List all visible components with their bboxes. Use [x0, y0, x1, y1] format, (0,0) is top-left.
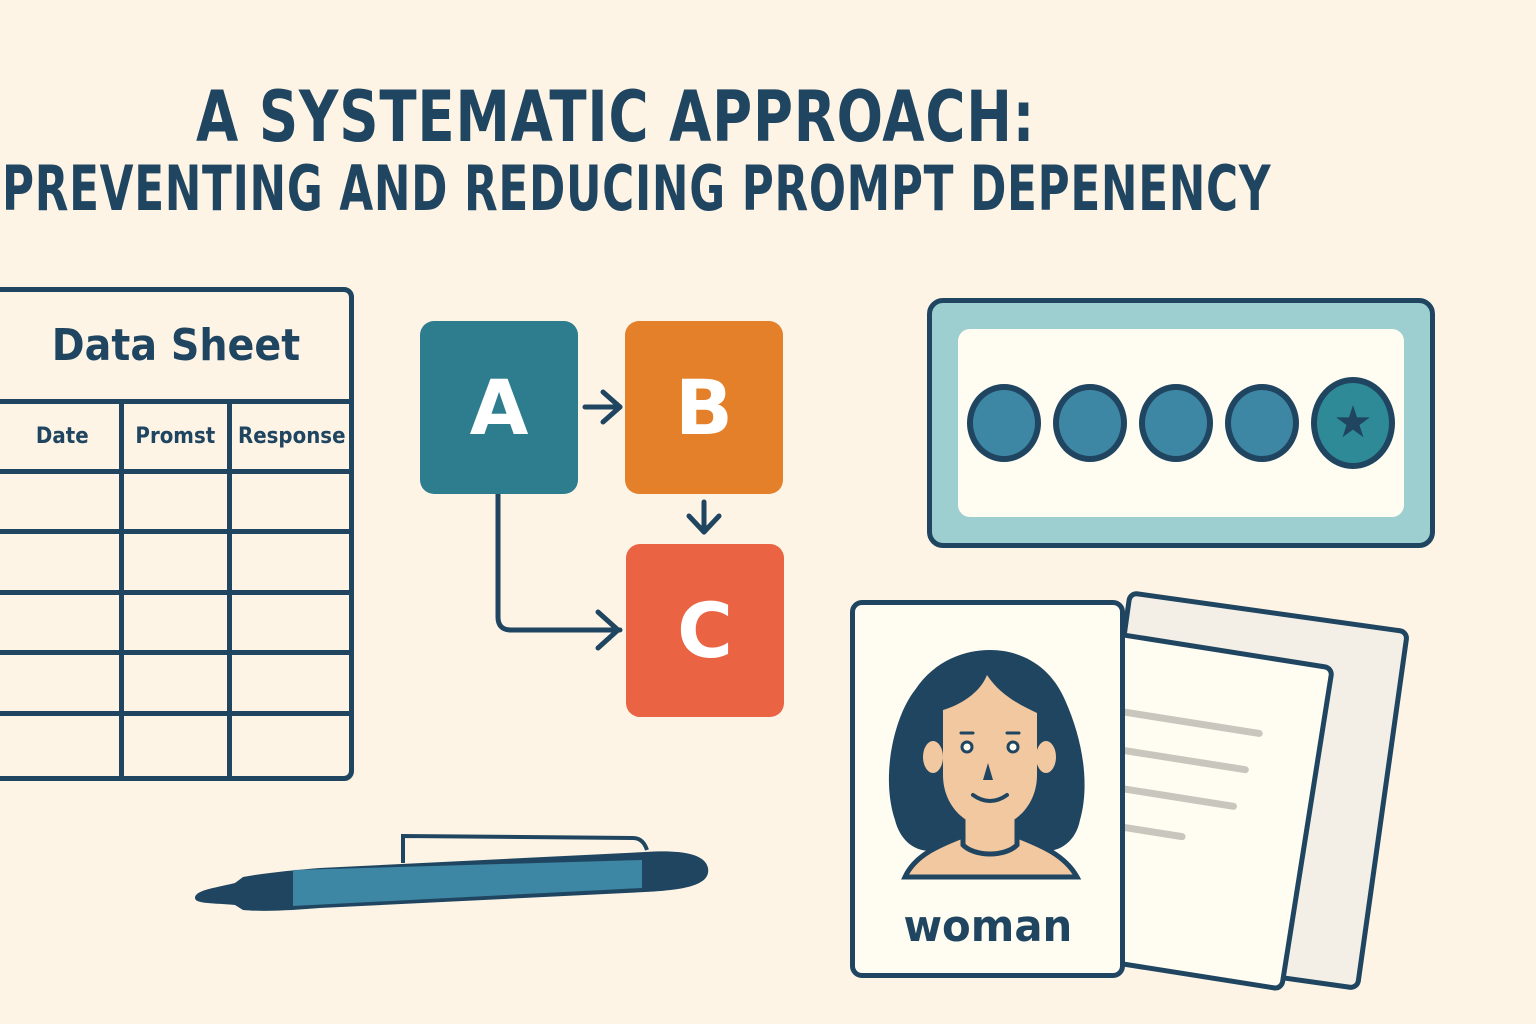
- table-cell[interactable]: [0, 594, 124, 656]
- table-cell[interactable]: [0, 474, 124, 535]
- data-sheet-title: Data Sheet: [0, 292, 349, 404]
- data-sheet-table: Date Promst Response: [0, 404, 352, 776]
- table-cell[interactable]: [232, 474, 352, 535]
- progress-step-4: [1225, 384, 1299, 462]
- progress-step-1: [967, 384, 1041, 462]
- document-line: [1113, 707, 1264, 738]
- table-cell[interactable]: [124, 534, 232, 595]
- data-sheet: Data Sheet Date Promst Response: [0, 287, 354, 781]
- table-cell[interactable]: [124, 715, 232, 776]
- progress-step-3: [1139, 384, 1213, 462]
- progress-panel: ★: [927, 298, 1435, 548]
- document-line: [1107, 744, 1250, 774]
- star-icon: ★: [1333, 397, 1373, 448]
- table-cell[interactable]: [232, 595, 352, 656]
- card-label: woman: [903, 901, 1072, 952]
- progress-step-5: ★: [1311, 377, 1395, 469]
- table-cell[interactable]: [124, 594, 232, 656]
- table-cell[interactable]: [124, 474, 232, 535]
- flow-node-c: C: [626, 544, 784, 717]
- table-cell[interactable]: [0, 715, 124, 776]
- woman-icon: [888, 650, 1085, 880]
- title-line-1: A SYSTEMATIC APPROACH:: [196, 76, 1036, 158]
- arrow-a-to-c: [495, 491, 623, 633]
- table-cell[interactable]: [124, 655, 232, 716]
- table-cell[interactable]: [232, 534, 352, 595]
- flow-node-b: B: [625, 321, 783, 494]
- table-cell[interactable]: [0, 534, 124, 595]
- progress-step-2: [1053, 384, 1127, 462]
- progress-track: ★: [958, 329, 1404, 517]
- pen-icon: [195, 833, 709, 911]
- flow-node-a: A: [420, 321, 578, 494]
- picture-card: woman: [850, 600, 1125, 978]
- column-header-response: Response: [232, 404, 352, 474]
- column-header-date: Date: [0, 404, 124, 474]
- column-header-prompt: Promst: [124, 404, 232, 474]
- table-cell[interactable]: [232, 655, 352, 716]
- table-cell[interactable]: [0, 655, 124, 716]
- title-line-2: PREVENTING AND REDUCING PROMPT DEPENENCY: [2, 152, 1272, 225]
